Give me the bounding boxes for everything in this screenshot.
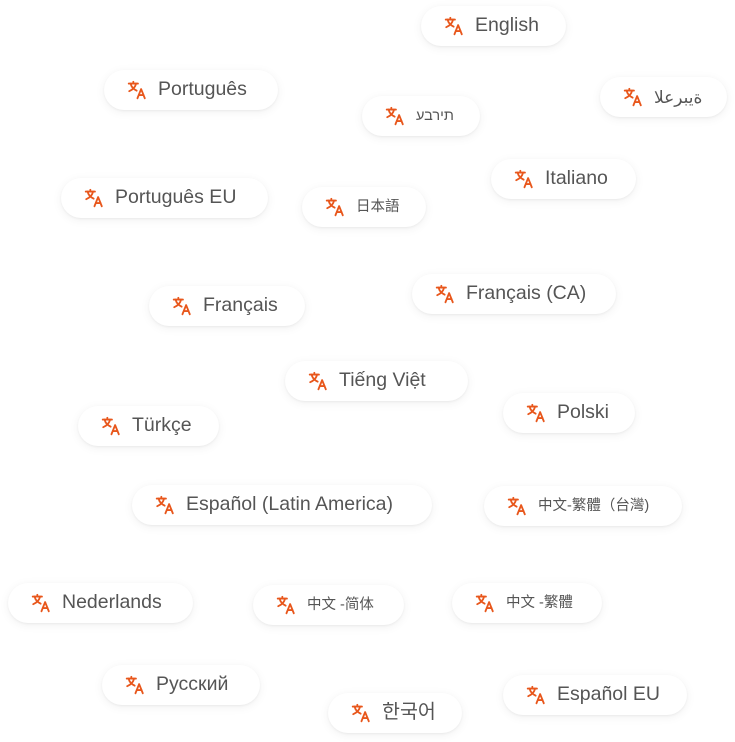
translate-icon — [525, 402, 547, 424]
language-chip-russian[interactable]: Русский — [102, 665, 260, 705]
translate-icon — [126, 79, 148, 101]
language-label: Polski — [557, 401, 610, 424]
language-label: Français (CA) — [466, 282, 587, 305]
translate-icon — [275, 594, 297, 616]
language-label: 中文-繁體（台灣) — [538, 497, 650, 514]
translate-icon — [443, 15, 465, 37]
language-label: ةيبرعلا — [654, 87, 703, 107]
translate-icon — [171, 295, 193, 317]
language-chip-korean[interactable]: 한국어 — [328, 693, 462, 733]
language-chip-chinese-simplified[interactable]: 中文 -简体 — [253, 585, 404, 625]
translate-icon — [154, 494, 176, 516]
language-chip-espanol-latin-america[interactable]: Español (Latin America) — [132, 485, 432, 525]
language-label: Tiếng Việt — [339, 369, 426, 392]
translate-icon — [100, 415, 122, 437]
translate-icon — [513, 168, 535, 190]
language-label: English — [475, 14, 539, 37]
language-label: Français — [203, 294, 278, 317]
language-label: Español EU — [557, 683, 660, 706]
language-chip-francais[interactable]: Français — [149, 286, 305, 326]
translate-icon — [30, 592, 52, 614]
language-label: Italiano — [545, 167, 608, 190]
language-chip-tieng-viet[interactable]: Tiếng Việt — [285, 361, 468, 401]
language-label: 한국어 — [382, 701, 436, 724]
language-chip-portugues[interactable]: Português — [104, 70, 278, 110]
language-chip-nederlands[interactable]: Nederlands — [8, 583, 193, 623]
language-chip-arabic[interactable]: ةيبرعلا — [600, 77, 727, 117]
translate-icon — [525, 684, 547, 706]
translate-icon — [124, 674, 146, 696]
language-label: 日本語 — [356, 198, 400, 215]
language-label: 中文 -繁體 — [506, 594, 573, 611]
translate-icon — [324, 196, 346, 218]
language-label: Türkçe — [132, 414, 192, 437]
translate-icon — [384, 105, 406, 127]
language-chip-hebrew[interactable]: תירבע — [362, 96, 480, 136]
language-label: Nederlands — [62, 591, 162, 614]
language-chip-chinese-traditional-taiwan[interactable]: 中文-繁體（台灣) — [484, 486, 682, 526]
language-chip-polski[interactable]: Polski — [503, 393, 635, 433]
language-chip-espanol-eu[interactable]: Español EU — [503, 675, 687, 715]
language-label: 中文 -简体 — [307, 596, 374, 613]
translate-icon — [434, 283, 456, 305]
language-label: Русский — [156, 673, 229, 696]
language-label: Português — [158, 78, 247, 101]
translate-icon — [474, 592, 496, 614]
language-label: תירבע — [416, 107, 454, 124]
translate-icon — [83, 187, 105, 209]
language-chip-portugues-eu[interactable]: Português EU — [61, 178, 268, 218]
translate-icon — [622, 86, 644, 108]
translate-icon — [350, 702, 372, 724]
language-label: Español (Latin America) — [186, 493, 394, 516]
language-label: Português EU — [115, 186, 237, 209]
translate-icon — [307, 370, 329, 392]
language-chip-turkce[interactable]: Türkçe — [78, 406, 219, 446]
language-chip-italiano[interactable]: Italiano — [491, 159, 636, 199]
language-chip-japanese[interactable]: 日本語 — [302, 187, 426, 227]
language-chip-chinese-traditional[interactable]: 中文 -繁體 — [452, 583, 602, 623]
translate-icon — [506, 495, 528, 517]
language-chip-francais-ca[interactable]: Français (CA) — [412, 274, 616, 314]
language-chip-english[interactable]: English — [421, 6, 566, 46]
